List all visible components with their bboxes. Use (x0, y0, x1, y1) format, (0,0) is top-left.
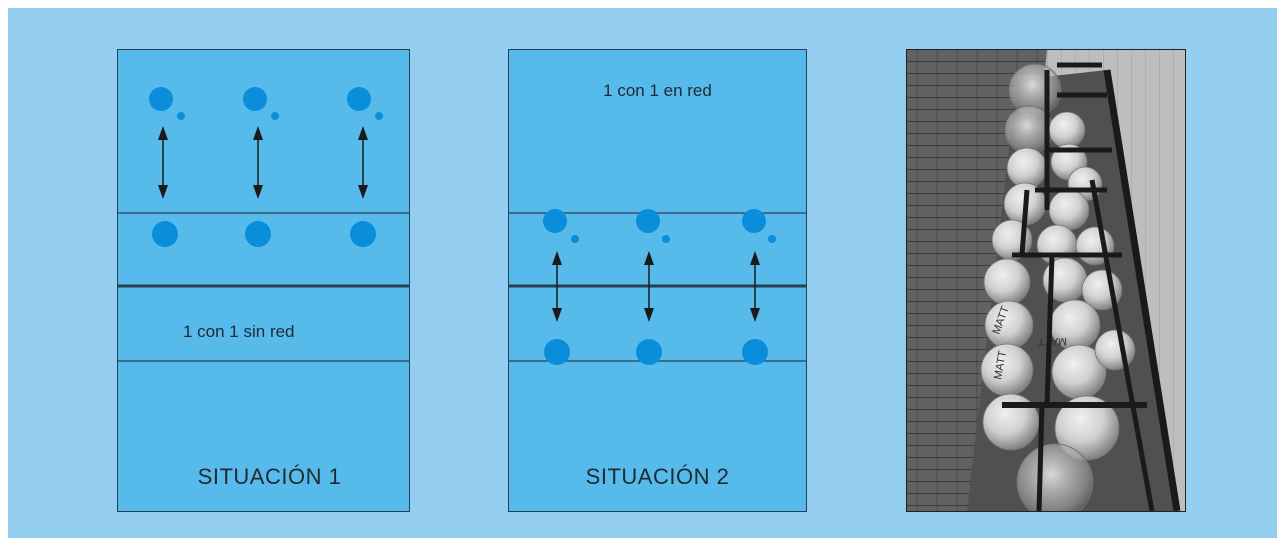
arrow-head-up (644, 251, 654, 265)
arrow-head-up (750, 251, 760, 265)
player-top (149, 87, 173, 111)
balls (980, 63, 1136, 511)
ball (768, 235, 776, 243)
ball (662, 235, 670, 243)
player-bottom (544, 339, 570, 365)
arrow-head-down (644, 308, 654, 322)
court-situation-1-drawing (118, 87, 409, 362)
arrow-head-down (750, 308, 760, 322)
arrow-head-up (253, 126, 263, 140)
ball (271, 112, 279, 120)
court-situation-1: 1 con 1 sin red SITUACIÓN 1 (117, 49, 410, 512)
arrow-head-up (358, 126, 368, 140)
player-group-2 (636, 209, 670, 365)
ball (375, 112, 383, 120)
player-group-3 (347, 87, 383, 247)
ball (571, 235, 579, 243)
player-bottom (152, 221, 178, 247)
player-top (347, 87, 371, 111)
player-top (543, 209, 567, 233)
player-group-2 (243, 87, 279, 247)
player-bottom (350, 221, 376, 247)
court-situation-2: 1 con 1 en red SITUACIÓN 2 (508, 49, 807, 512)
ball-brand-text: MATT (992, 349, 1009, 380)
player-top (636, 209, 660, 233)
ball-cart-photo: MATT MATT MATT (906, 49, 1186, 512)
ball-cart-photo-drawing: MATT MATT MATT (907, 50, 1185, 511)
cart-frame (1002, 62, 1181, 511)
court-situation-2-drawing (509, 209, 806, 365)
arrow-head-up (158, 126, 168, 140)
player-group-3 (742, 209, 776, 365)
player-group-1 (149, 87, 185, 247)
situation-1-title: SITUACIÓN 1 (197, 464, 342, 489)
arrow-head-down (552, 308, 562, 322)
arrow-head-up (552, 251, 562, 265)
arrow-head-down (358, 185, 368, 199)
player-bottom (636, 339, 662, 365)
player-bottom (245, 221, 271, 247)
player-top (742, 209, 766, 233)
ball-brand-text: MATT (1038, 335, 1067, 347)
player-top (243, 87, 267, 111)
ball (1054, 395, 1120, 461)
situation-2-description: 1 con 1 en red (603, 81, 712, 100)
figure-panel: 1 con 1 sin red SITUACIÓN 1 (8, 8, 1277, 538)
arrow-head-down (253, 185, 263, 199)
clear-ball (1016, 443, 1094, 511)
arrow-head-down (158, 185, 168, 199)
situation-2-title: SITUACIÓN 2 (585, 464, 730, 489)
ball (177, 112, 185, 120)
situation-1-description: 1 con 1 sin red (183, 322, 295, 341)
player-group-1 (543, 209, 579, 365)
player-bottom (742, 339, 768, 365)
